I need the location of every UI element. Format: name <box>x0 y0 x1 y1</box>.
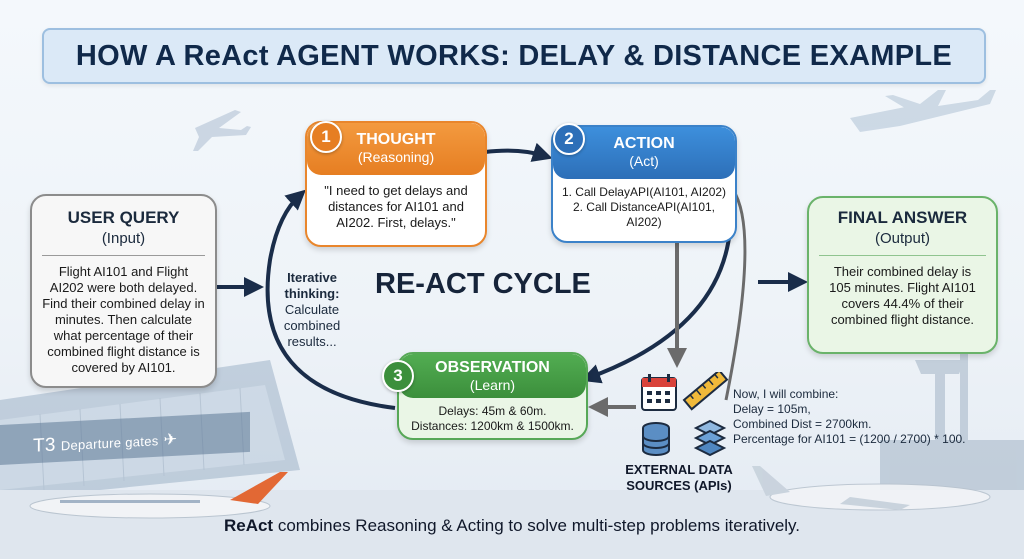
plane-silhouette-icon <box>29 472 288 519</box>
plane-silhouette-icon <box>850 90 996 132</box>
combine-line: Now, I will combine: <box>733 387 839 401</box>
answer-line: covers 44.4% of their <box>841 296 964 311</box>
title-banner: HOW A ReAct AGENT WORKS: DELAY & DISTANC… <box>42 28 986 84</box>
query-line: Flight AI101 and Flight <box>58 264 189 279</box>
observation-header: OBSERVATION (Learn) <box>399 354 586 398</box>
layers-icon <box>693 419 727 457</box>
arrow-observation-to-thought <box>265 189 396 410</box>
page-title: HOW A ReAct AGENT WORKS: DELAY & DISTANC… <box>75 39 953 72</box>
action-card: ACTION (Act) 1. Call DelayAPI(AI101, AI2… <box>551 125 737 243</box>
step-badge-3: 3 <box>382 360 414 392</box>
thought-line: AI202. First, delays." <box>336 215 456 230</box>
divider <box>819 255 986 256</box>
thought-subheading: (Reasoning) <box>357 149 435 165</box>
action-subheading: (Act) <box>629 153 659 169</box>
user-query-heading: USER QUERY <box>67 208 180 227</box>
plane-silhouette-icon <box>193 110 251 151</box>
observation-line: Delays: 45m & 60m. <box>438 404 547 418</box>
step-badge-2: 2 <box>553 123 585 155</box>
query-line: AI202 were both delayed. <box>49 280 198 295</box>
iterative-line: combined <box>283 318 341 333</box>
footer-text: combines Reasoning & Acting to solve mul… <box>273 516 801 535</box>
combine-line: Percentage for AI101 = (1200 / 2700) * 1… <box>733 432 966 446</box>
divider <box>42 255 205 256</box>
answer-line: Their combined delay is <box>833 264 972 279</box>
iterative-line: results... <box>287 334 337 349</box>
query-line: Find their combined delay in <box>42 296 205 311</box>
answer-line: 105 minutes. Flight AI101 <box>829 280 976 295</box>
thought-line: distances for AI101 and <box>328 199 464 214</box>
arrow-thought-to-action <box>484 142 553 162</box>
iterative-line: Calculate <box>284 302 340 317</box>
observation-line: Distances: 1200km & 1500km. <box>411 419 574 433</box>
final-answer-text: Their combined delay is 105 minutes. Fli… <box>809 264 996 328</box>
query-line: covered by AI101. <box>71 360 176 375</box>
combine-note: Now, I will combine: Delay = 105m, Combi… <box>733 387 966 447</box>
arrow-action-to-final <box>724 189 747 401</box>
final-answer-subheading: (Output) <box>874 230 931 247</box>
departure-gates-text: Departure gates <box>60 433 159 454</box>
step-badge-1: 1 <box>310 121 342 153</box>
cycle-label: RE-ACT CYCLE <box>375 268 591 300</box>
external-sources-line: SOURCES (APIs) <box>626 478 732 493</box>
action-heading: ACTION <box>613 135 675 152</box>
footer-caption: ReAct combines Reasoning & Acting to sol… <box>0 516 1024 536</box>
final-answer-heading: FINAL ANSWER <box>837 208 968 227</box>
final-answer-card: FINAL ANSWER (Output) Their combined del… <box>807 196 998 354</box>
action-line: 1. Call DelayAPI(AI101, AI202) <box>561 185 727 199</box>
iterative-thinking-note: Iterative thinking: Calculate combined r… <box>262 270 362 350</box>
plane-silhouette-icon <box>752 466 991 511</box>
action-line: 2. Call DistanceAPI(AI101, <box>572 200 716 214</box>
observation-heading: OBSERVATION <box>435 359 550 376</box>
external-sources-label: EXTERNAL DATA SOURCES (APIs) <box>620 462 738 494</box>
query-line: combined flight distance is <box>47 344 200 359</box>
observation-subheading: (Learn) <box>469 377 516 393</box>
combine-line: Combined Dist = 2700km. <box>733 417 872 431</box>
observation-text: Delays: 45m & 60m. Distances: 1200km & 1… <box>399 404 586 434</box>
calendar-icon <box>641 374 677 411</box>
iterative-title-line: Iterative <box>287 270 337 285</box>
observation-card: OBSERVATION (Learn) Delays: 45m & 60m. D… <box>397 352 588 440</box>
plane-icon: ✈ <box>163 431 178 449</box>
data-source-icons <box>641 372 729 457</box>
user-query-card: USER QUERY (Input) Flight AI101 and Flig… <box>30 194 217 388</box>
thought-heading: THOUGHT <box>356 131 436 148</box>
combine-line: Delay = 105m, <box>733 402 811 416</box>
user-query-text: Flight AI101 and Flight AI202 were both … <box>32 264 215 376</box>
action-line: AI202) <box>626 215 662 229</box>
thought-text: "I need to get delays and distances for … <box>307 183 485 231</box>
action-text: 1. Call DelayAPI(AI101, AI202) 2. Call D… <box>553 185 735 230</box>
footer-bold: ReAct <box>223 516 274 535</box>
external-sources-line: EXTERNAL DATA <box>625 462 733 477</box>
ruler-icon <box>682 372 729 411</box>
answer-line: combined flight distance. <box>830 312 975 327</box>
thought-line: "I need to get delays and <box>324 183 468 198</box>
query-line: what percentage of their <box>53 328 194 343</box>
terminal-number: T3 <box>33 434 56 457</box>
user-query-subheading: (Input) <box>101 230 146 247</box>
iterative-title-line: thinking: <box>284 286 340 301</box>
database-icon <box>642 422 670 456</box>
query-line: minutes. Then calculate <box>54 312 193 327</box>
arrow-action-to-observation <box>580 229 732 384</box>
